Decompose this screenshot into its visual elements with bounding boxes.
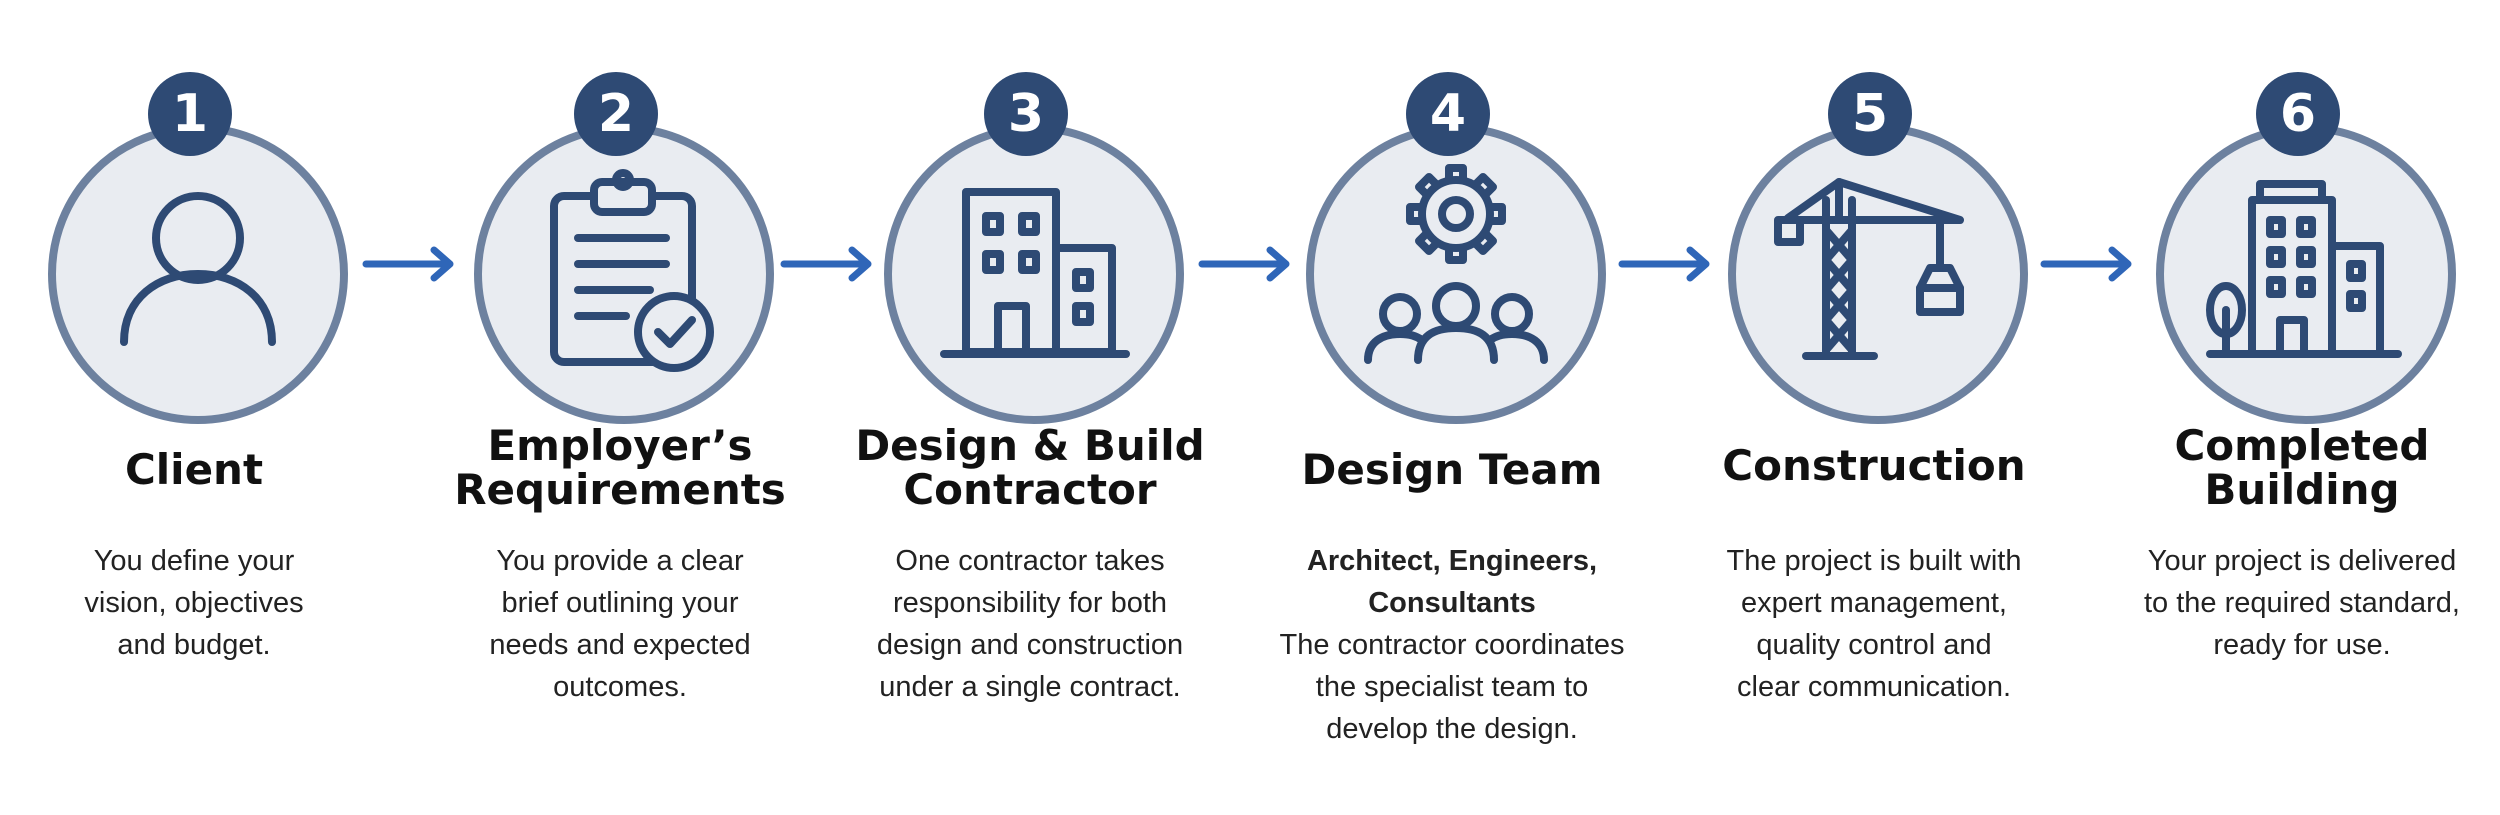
completed-building-icon <box>2206 180 2402 358</box>
step-title: Design Team <box>1301 445 1603 494</box>
arrow-right-icon <box>362 246 454 282</box>
step-title: Completed Building <box>2174 421 2430 514</box>
step-description: You define your vision, objectives and b… <box>84 545 304 661</box>
step-title: Construction <box>1722 441 2026 490</box>
step-circle <box>474 124 774 424</box>
step-title: Employer’s Requirements <box>454 421 786 514</box>
step-number-badge: 2 <box>574 72 658 156</box>
clipboard-check-icon <box>550 169 714 372</box>
step-number-badge: 6 <box>2256 72 2340 156</box>
step-description: One contractor takes responsibility for … <box>876 545 1184 703</box>
team-gear-icon <box>1364 164 1548 364</box>
step-number-badge: 5 <box>1828 72 1912 156</box>
step-description: The project is built with expert managem… <box>1726 545 2022 703</box>
step-description: Your project is delivered to the require… <box>2144 545 2460 661</box>
arrow-right-icon <box>780 246 872 282</box>
step-description: You provide a clear brief outlining your… <box>489 545 751 703</box>
person-icon <box>120 192 276 346</box>
step-title: Client <box>124 445 264 494</box>
step-title: Design & Build Contractor <box>855 421 1205 514</box>
step-number-badge: 4 <box>1406 72 1490 156</box>
arrow-right-icon <box>1198 246 1290 282</box>
arrow-right-icon <box>2040 246 2132 282</box>
crane-icon <box>1774 178 1964 360</box>
step-number-badge: 3 <box>984 72 1068 156</box>
building-icon <box>940 188 1130 358</box>
arrow-right-icon <box>1618 246 1710 282</box>
step-number-badge: 1 <box>148 72 232 156</box>
step-description: Architect, Engineers, Consultants The co… <box>1279 545 1625 745</box>
